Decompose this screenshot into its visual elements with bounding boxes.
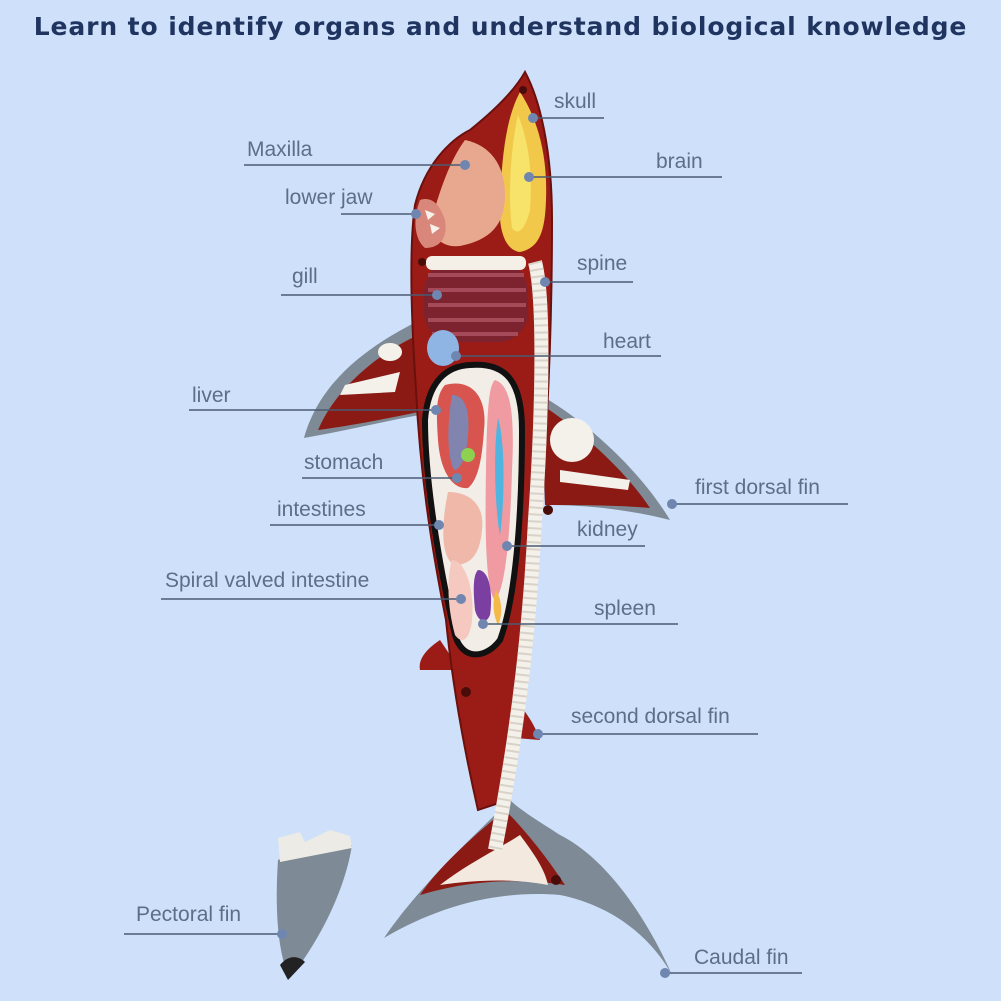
marker-dot: [540, 277, 550, 287]
label-stomach: stomach: [304, 451, 384, 474]
marker-dot: [524, 172, 534, 182]
marker-dot: [277, 929, 287, 939]
diagram-title: Learn to identify organs and understand …: [33, 12, 968, 41]
label-caudal-fin: Caudal fin: [694, 946, 789, 969]
label-gill: gill: [292, 265, 318, 288]
label-pectoral-fin: Pectoral fin: [136, 903, 242, 926]
label-liver: liver: [192, 384, 231, 407]
marker-dot: [434, 520, 444, 530]
label-maxilla: Maxilla: [247, 138, 313, 161]
gill-shape: [424, 256, 528, 342]
label-skull: skull: [554, 90, 597, 113]
label-second-dorsal-fin: second dorsal fin: [571, 705, 730, 728]
label-spleen: spleen: [594, 597, 656, 620]
caudal-fin-shape: [384, 800, 672, 975]
label-spine: spine: [577, 252, 628, 275]
marker-dot: [451, 351, 461, 361]
marker-dot: [660, 968, 670, 978]
detached-pectoral-fin: [276, 830, 352, 980]
marker-dot: [452, 473, 462, 483]
marker-dot: [411, 209, 421, 219]
marker-dot: [533, 729, 543, 739]
marker-dot: [502, 541, 512, 551]
label-intestines: intestines: [277, 498, 366, 521]
marker-dot: [431, 405, 441, 415]
marker-dot: [528, 113, 538, 123]
label-lower-jaw: lower jaw: [285, 186, 373, 209]
label-first-dorsal-fin: first dorsal fin: [695, 476, 820, 499]
marker-dot: [478, 619, 488, 629]
label-brain: brain: [656, 150, 703, 173]
marker-dot: [456, 594, 466, 604]
marker-dot: [432, 290, 442, 300]
marker-dot: [460, 160, 470, 170]
label-spiral-valved-intestine: Spiral valved intestine: [165, 569, 370, 592]
label-heart: heart: [603, 330, 651, 353]
label-kidney: kidney: [577, 518, 638, 541]
marker-dot: [667, 499, 677, 509]
